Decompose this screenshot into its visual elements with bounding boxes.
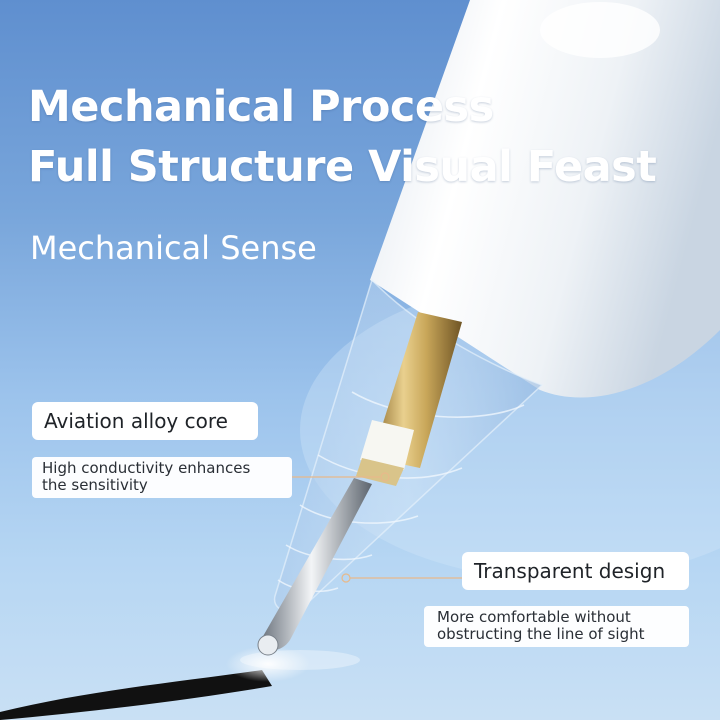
callout-transparent-description: More comfortable without obstructing the… — [424, 606, 689, 647]
callout-core-description-line-2: the sensitivity — [42, 476, 148, 494]
ink-stroke — [0, 670, 272, 720]
callout-transparent-description-line-1: More comfortable without — [437, 608, 631, 626]
callout-core-description: High conductivity enhances the sensitivi… — [32, 457, 292, 498]
headline-line-2: Full Structure Visual Feast — [28, 142, 657, 192]
headline-line-1: Mechanical Process — [28, 82, 494, 132]
steel-tip — [262, 478, 372, 650]
callout-transparent-description-line-2: obstructing the line of sight — [437, 625, 645, 643]
callout-core-title: Aviation alloy core — [32, 402, 258, 440]
pen-body — [370, 0, 720, 398]
callout-core-description-line-1: High conductivity enhances — [42, 459, 251, 477]
callout-transparent-title: Transparent design — [462, 552, 689, 590]
subheadline: Mechanical Sense — [30, 229, 317, 267]
